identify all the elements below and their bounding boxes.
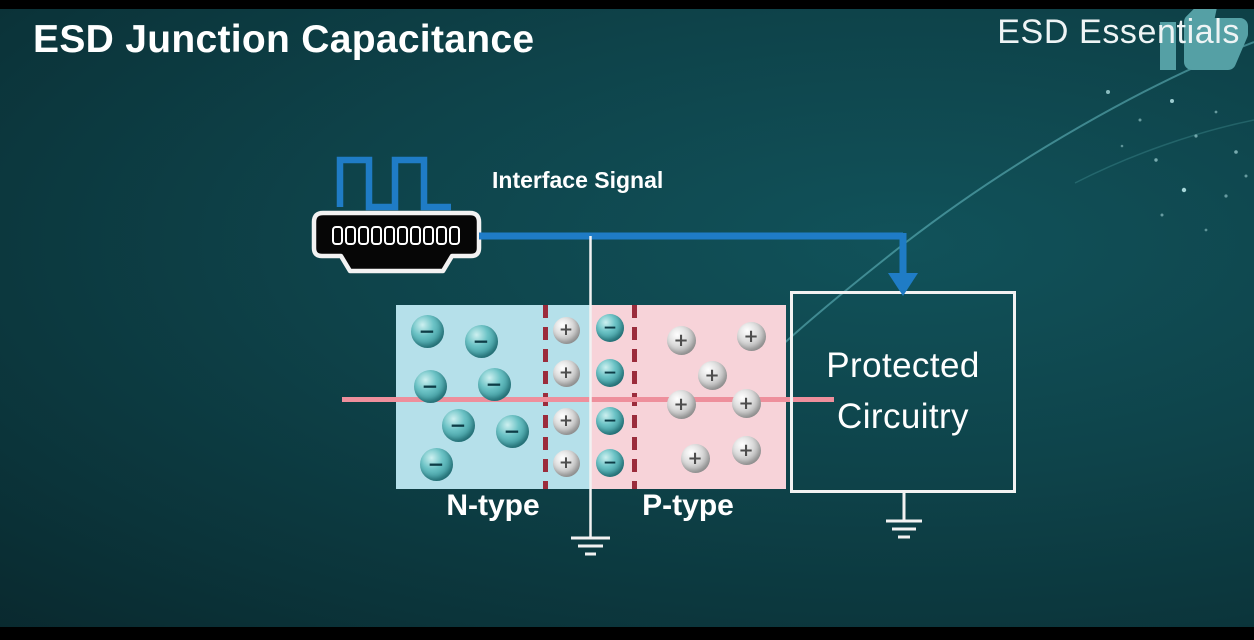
n-type-label: N-type xyxy=(446,489,540,522)
protected-box-line1: Protected xyxy=(826,346,980,386)
hdmi-connector-icon xyxy=(311,210,482,274)
letterbox-top xyxy=(0,0,1254,9)
protected-circuitry-box: Protected Circuitry xyxy=(790,291,1016,493)
decor-curve-faint xyxy=(1074,119,1254,184)
decor-curve xyxy=(762,41,1254,364)
junction-wire xyxy=(342,397,834,402)
p-type-label: P-type xyxy=(642,489,734,522)
thumbs-up-icon xyxy=(1160,0,1248,70)
ground-symbol-junction xyxy=(571,536,610,556)
signal-arrowhead-icon xyxy=(888,273,918,296)
decor-particles xyxy=(1106,90,1248,232)
ground-symbol-protected xyxy=(886,493,922,539)
interface-signal-label: Interface Signal xyxy=(492,167,664,193)
brand-text: ESD Essentials xyxy=(997,13,1240,51)
letterbox-bottom xyxy=(0,627,1254,640)
page-title: ESD Junction Capacitance xyxy=(33,18,535,61)
protected-box-line2: Circuitry xyxy=(837,397,969,436)
square-wave-icon xyxy=(336,156,451,211)
